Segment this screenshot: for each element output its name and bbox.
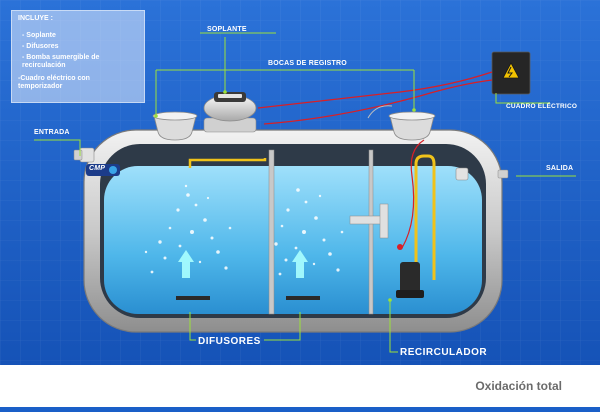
includes-item: - Soplante xyxy=(22,32,56,39)
outlet-pipe xyxy=(455,167,469,181)
electrical-cabinet xyxy=(491,51,531,95)
blower xyxy=(203,92,257,133)
recirculator-label: RECIRCULADOR xyxy=(400,347,488,358)
inspection-hatch-right xyxy=(388,111,436,141)
includes-item: -Cuadro eléctrico con temporizador xyxy=(18,75,90,90)
bubbles xyxy=(144,184,344,276)
diffusers-label: DIFUSORES xyxy=(198,336,261,347)
recirculation-pipe xyxy=(414,154,436,290)
water xyxy=(104,166,482,314)
includes-heading: INCLUYE : xyxy=(18,15,53,22)
cabinet-label: CUADRO ELÉCTRICO xyxy=(506,103,578,110)
airflow-arrows xyxy=(178,250,308,278)
includes-item: - Bomba sumergible de recirculación xyxy=(22,54,100,69)
outlet-label: SALIDA xyxy=(546,165,574,172)
brand-logo: CMP xyxy=(89,165,106,172)
includes-panel: INCLUYE : - Soplante - Difusores - Bomba… xyxy=(11,10,145,103)
diffuser-right xyxy=(286,296,320,300)
diffuser-left xyxy=(176,296,210,300)
submersible-pump xyxy=(396,244,424,298)
inlet-label: ENTRADA xyxy=(34,129,70,136)
blower-label: SOPLANTE xyxy=(207,26,247,33)
includes-item: - Difusores xyxy=(22,43,59,50)
footer: Oxidación total xyxy=(0,365,600,407)
footer-title: Oxidación total xyxy=(475,379,562,393)
hatches-label: BOCAS DE REGISTRO xyxy=(268,60,347,67)
inspection-hatch-left xyxy=(152,111,198,141)
